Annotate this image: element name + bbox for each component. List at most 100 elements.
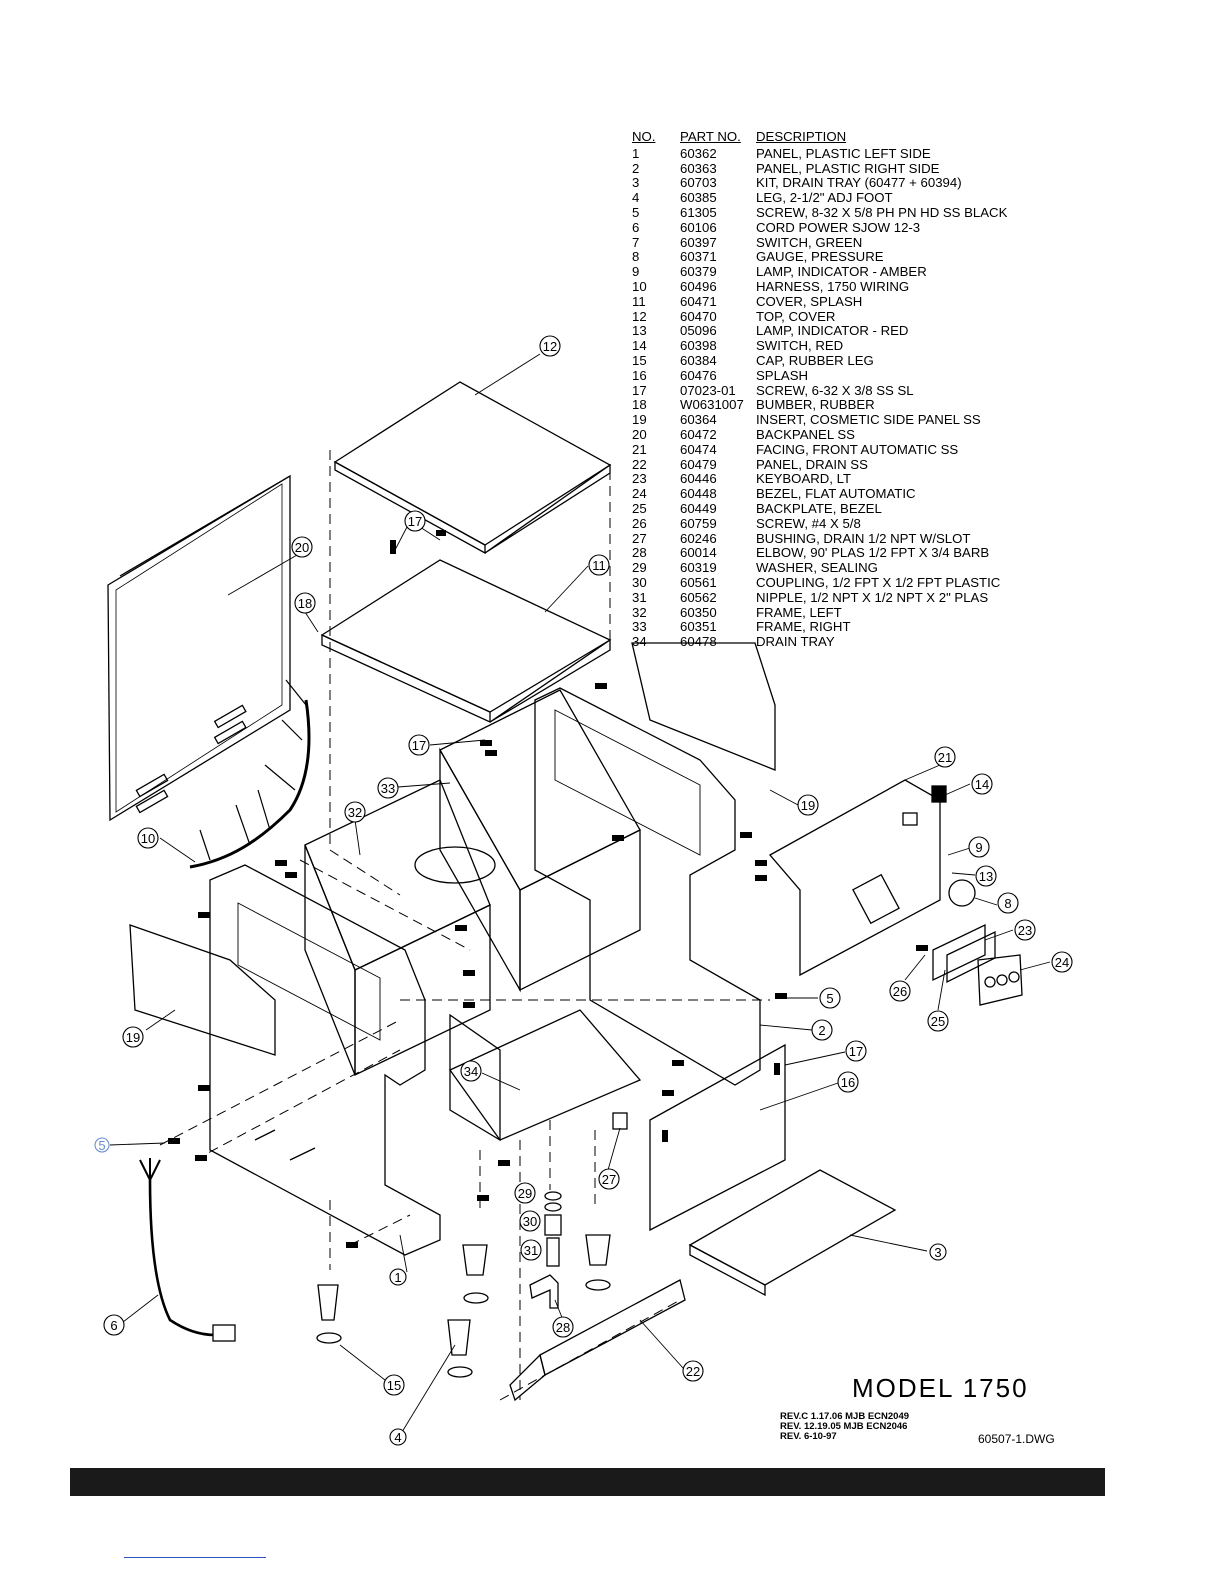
part-description: PANEL, DRAIN SS (756, 456, 868, 472)
callout-17-a: 17 (404, 510, 426, 532)
part-description: KEYBOARD, LT (756, 471, 852, 487)
callout-5-b: 5 (94, 1137, 110, 1153)
part-number-index: 11 (632, 293, 646, 309)
part-number-index: 5 (632, 204, 640, 220)
part-number-index: 31 (632, 589, 647, 605)
part-description: SCREW, 6-32 X 3/8 SS SL (756, 382, 914, 398)
part-number-index: 15 (632, 352, 647, 368)
callout-31: 31 (520, 1239, 542, 1261)
part-number-index: 4 (632, 190, 640, 206)
model-title: MODEL 1750 (852, 1373, 1029, 1403)
part-description: CORD POWER SJOW 12-3 (756, 219, 921, 235)
part-number-index: 16 (632, 367, 647, 383)
svg-text:26: 26 (893, 984, 907, 999)
part-number: 60446 (680, 471, 717, 487)
part-number: 60470 (680, 308, 717, 324)
part-description: BEZEL, FLAT AUTOMATIC (756, 486, 916, 502)
svg-text:12: 12 (543, 339, 557, 354)
part-number: 60319 (680, 560, 717, 576)
svg-text:29: 29 (518, 1186, 532, 1201)
part-number: 60014 (680, 545, 717, 561)
part-description: SWITCH, RED (756, 338, 844, 354)
part-number-index: 30 (632, 574, 647, 590)
callout-32: 32 (344, 801, 366, 823)
insert-panel-19-right (631, 642, 776, 771)
part-number-index: 14 (632, 338, 647, 354)
revision-entry: REV. 6-10-97 (780, 1431, 837, 1442)
callout-1: 1 (389, 1268, 407, 1286)
part-number: 60362 (680, 145, 717, 161)
drain-tray-kit-3 (688, 1169, 897, 1297)
part-number: 60478 (680, 634, 717, 650)
svg-text:23: 23 (1018, 923, 1032, 938)
part-number-index: 6 (632, 219, 640, 235)
front-facing-21 (768, 779, 941, 977)
part-description: FACING, FRONT AUTOMATIC SS (756, 441, 959, 457)
part-description: BUSHING, DRAIN 1/2 NPT W/SLOT (756, 530, 971, 546)
part-number: 07023-01 (680, 382, 736, 398)
screws (168, 530, 928, 1248)
callout-19-a: 19 (797, 794, 819, 816)
part-number: 60496 (680, 278, 717, 294)
part-description: SCREW, 8-32 X 5/8 PH PN HD SS BLACK (756, 204, 1008, 220)
callout-circles: 12 11 20 18 17 17 33 32 10 19 21 14 9 13… (94, 335, 1073, 1446)
svg-text:11: 11 (592, 558, 606, 573)
part-number: 60379 (680, 264, 717, 280)
svg-text:18: 18 (298, 596, 312, 611)
callout-8: 8 (997, 892, 1019, 914)
part-description: BACKPANEL SS (756, 426, 855, 442)
part-number-index: 2 (632, 160, 640, 176)
table-row: 5 61305 SCREW, 8-32 X 5/8 PH PN HD SS BLAC… (632, 204, 1092, 221)
frame-right-33 (414, 689, 641, 993)
callout-27: 27 (598, 1168, 620, 1190)
part-number: 61305 (680, 204, 717, 220)
callout-5-a: 5 (819, 987, 841, 1009)
svg-text:20: 20 (295, 540, 309, 555)
part-number: 60562 (680, 589, 717, 605)
header-description: DESCRIPTION (756, 129, 847, 144)
part-number-index: 25 (632, 500, 647, 516)
part-description: LAMP, INDICATOR - AMBER (756, 264, 927, 280)
part-description: TOP, COVER (756, 308, 836, 324)
callout-12: 12 (539, 335, 561, 357)
callout-24: 24 (1051, 951, 1073, 973)
part-number: 60371 (680, 249, 717, 265)
svg-text:28: 28 (556, 1320, 570, 1335)
svg-text:10: 10 (141, 831, 155, 846)
revision-entry: REV. 12.19.05 MJB ECN2046 (780, 1421, 908, 1432)
svg-text:17: 17 (849, 1044, 863, 1059)
part-description: CAP, RUBBER LEG (756, 352, 874, 368)
part-number: 60561 (680, 574, 717, 590)
part-number-index: 1 (632, 145, 640, 161)
callout-26: 26 (889, 980, 911, 1002)
svg-text:32: 32 (348, 805, 362, 820)
callout-19-b: 19 (122, 1026, 144, 1048)
footer-link-underline[interactable] (124, 1557, 266, 1558)
svg-text:1: 1 (394, 1270, 401, 1285)
part-number: 60397 (680, 234, 717, 250)
part-description: FRAME, LEFT (756, 604, 842, 620)
fittings (529, 1112, 628, 1309)
callout-23: 23 (1014, 919, 1036, 941)
svg-text:19: 19 (801, 798, 815, 813)
callout-33: 33 (377, 777, 399, 799)
svg-text:19: 19 (126, 1030, 140, 1045)
callout-29: 29 (514, 1182, 536, 1204)
part-description: COUPLING, 1/2 FPT X 1/2 FPT PLASTIC (756, 574, 1001, 590)
part-number-index: 24 (632, 486, 647, 502)
part-number-index: 22 (632, 456, 647, 472)
svg-text:4: 4 (394, 1430, 401, 1445)
part-number-index: 3 (632, 175, 640, 191)
part-number-index: 19 (632, 412, 647, 428)
